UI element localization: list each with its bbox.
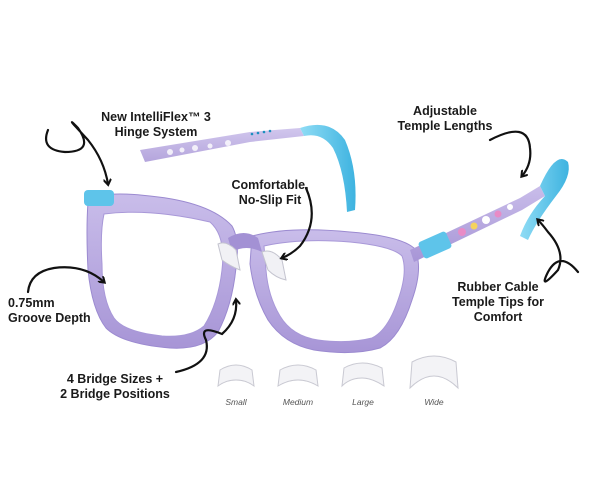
front-frame — [84, 190, 419, 354]
bridge-pad-large — [341, 362, 385, 388]
callout-temple-line-2: Temple Lengths — [397, 119, 493, 133]
bridge-size-label-large: Large — [352, 397, 374, 407]
front-temple-pattern — [458, 204, 513, 236]
arrow-bridge — [174, 300, 236, 374]
arrow-hinge — [44, 121, 108, 184]
bridge-size-label-wide: Wide — [424, 397, 444, 407]
bridge-pad-medium — [277, 364, 319, 387]
callout-temple-tips: Rubber Cable Temple Tips for Comfort — [448, 280, 548, 325]
callout-tips-line-2: Temple Tips for — [452, 295, 544, 309]
callout-bridge-line-2: 2 Bridge Positions — [60, 387, 170, 401]
callout-bridge-line-1: 4 Bridge Sizes + — [66, 372, 164, 386]
callout-hinge-system: New IntelliFlex™ 3 Hinge System — [96, 110, 216, 140]
callout-temple-line-1: Adjustable — [413, 104, 477, 118]
bridge-size-label-medium: Medium — [282, 397, 314, 407]
arrow-groove — [26, 266, 104, 294]
callout-hinge-line-1: New IntelliFlex™ 3 — [101, 110, 211, 124]
callout-fit-line-1: Comfortable, — [231, 178, 309, 192]
callout-groove-line-1: 0.75mm — [8, 296, 55, 310]
callout-groove-depth: 0.75mm Groove Depth — [8, 296, 91, 326]
arrow-tips — [538, 220, 580, 283]
callout-bridge-sizes: 4 Bridge Sizes + 2 Bridge Positions — [50, 372, 180, 402]
bridge-size-label-small: Small — [225, 397, 247, 407]
temple-dots — [250, 129, 272, 136]
callout-hinge-line-2: Hinge System — [114, 125, 198, 139]
back-temple-arm — [140, 124, 356, 212]
callout-temple-lengths: Adjustable Temple Lengths — [395, 104, 495, 134]
callout-no-slip-fit: Comfortable, No-Slip Fit — [215, 178, 325, 208]
callout-tips-line-1: Rubber Cable — [457, 280, 539, 294]
arrow-temple — [488, 130, 532, 176]
callout-fit-line-2: No-Slip Fit — [238, 193, 302, 207]
back-temple-pattern — [167, 140, 231, 155]
bridge-size-pads — [217, 355, 459, 390]
bridge-pad-small — [217, 364, 255, 388]
front-temple-arm — [410, 159, 569, 262]
bridge-pad-wide — [409, 355, 459, 390]
callout-groove-line-2: Groove Depth — [8, 311, 91, 325]
arrow-fit — [282, 186, 313, 258]
callout-tips-line-3: Comfort — [473, 310, 523, 324]
